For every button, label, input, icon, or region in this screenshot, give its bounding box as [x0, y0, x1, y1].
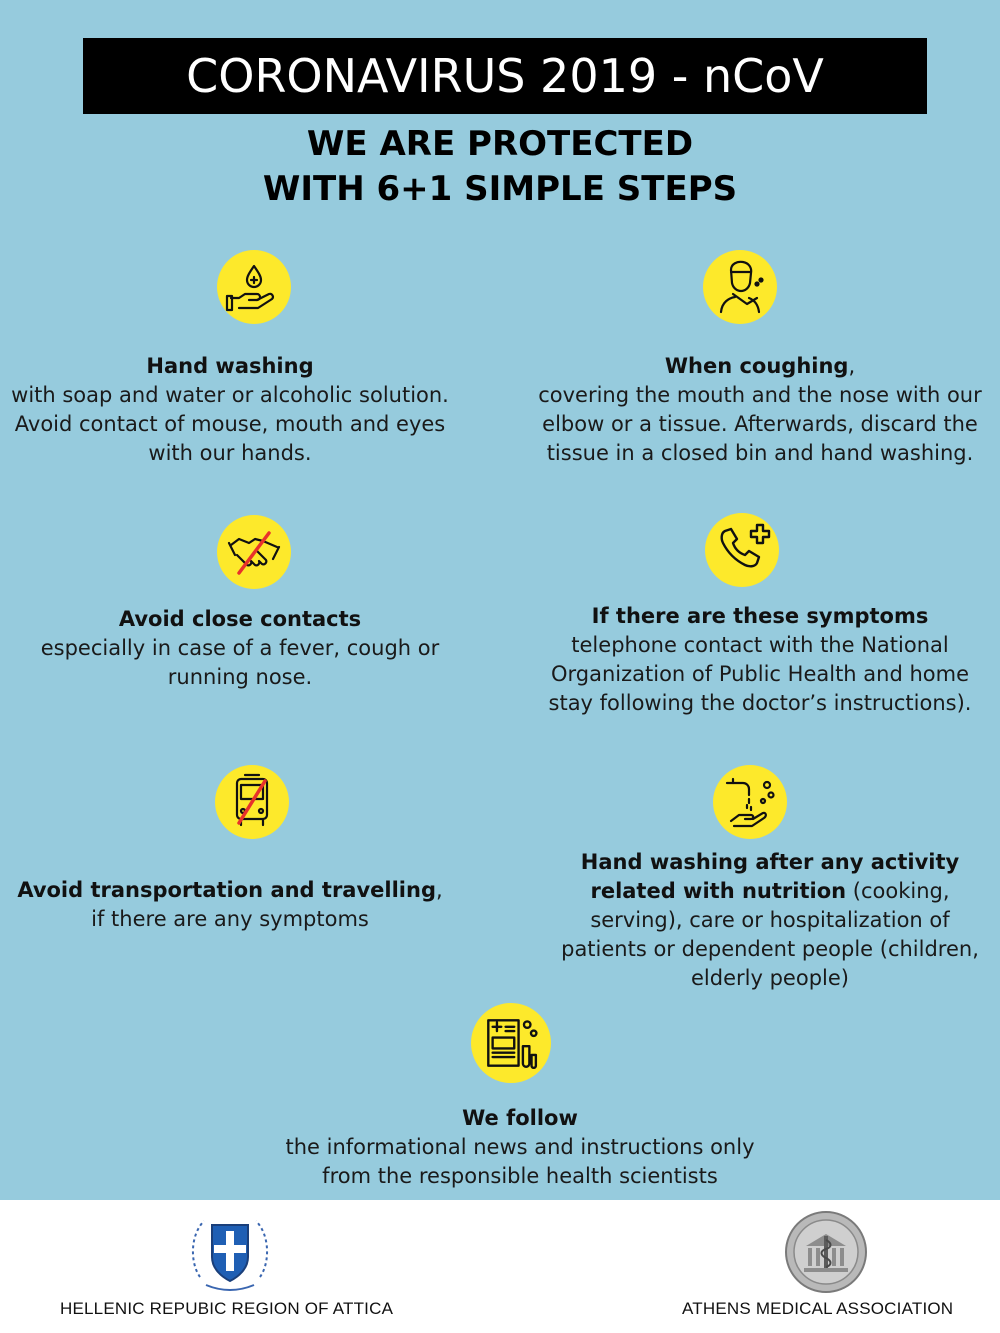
step-heading: Avoid transportation and travelling: [17, 878, 436, 902]
step-when-coughing: When coughing, covering the mouth and th…: [530, 352, 990, 468]
medical-association-seal-icon: [784, 1210, 868, 1294]
step-heading: Avoid close contacts: [118, 607, 362, 631]
greek-coat-of-arms-icon: [186, 1207, 274, 1295]
step-heading: Hand washing: [146, 354, 314, 378]
no-bus-icon: [215, 765, 289, 839]
poster-background: CORONAVIRUS 2019 - nCoV WE ARE PROTECTED…: [0, 0, 1000, 1200]
step-heading: If there are these symptoms: [591, 604, 929, 628]
step-text: especially in case of a fever, cough or …: [40, 636, 440, 689]
step-avoid-close-contacts: Avoid close contacts especially in case …: [30, 605, 450, 692]
step-text: covering the mouth and the nose with our…: [538, 383, 982, 465]
step-we-follow: We follow the informational news and ins…: [270, 1104, 770, 1191]
step-text: telephone contact with the National Orga…: [548, 633, 972, 715]
coughing-person-icon: [703, 250, 777, 324]
step-avoid-transportation: Avoid transportation and travelling, if …: [5, 876, 455, 934]
step-text: with soap and water or alcoholic solutio…: [11, 383, 449, 465]
page-title: CORONAVIRUS 2019 - nCoV: [83, 38, 927, 114]
subtitle-line-1: WE ARE PROTECTED: [306, 124, 694, 164]
news-bulletin-icon: [471, 1003, 551, 1083]
step-text: if there are any symptoms: [91, 907, 369, 931]
step-if-symptoms: If there are these symptoms telephone co…: [540, 602, 980, 718]
faucet-hand-wash-icon: [713, 765, 787, 839]
step-hand-washing-nutrition: Hand washing after any activity related …: [560, 848, 980, 993]
footer: HELLENIC REPUBIC REGION OF ATTICA ATHENS…: [0, 1200, 1000, 1333]
footer-left-label: HELLENIC REPUBIC REGION OF ATTICA: [60, 1299, 394, 1318]
step-heading: We follow: [462, 1106, 578, 1130]
step-heading-suffix: ,: [848, 354, 856, 378]
step-text: (cooking, serving), care or hospitalizat…: [561, 879, 979, 990]
phone-medical-icon: [705, 513, 779, 587]
footer-right-label: ATHENS MEDICAL ASSOCIATION: [682, 1299, 954, 1318]
no-handshake-icon: [217, 515, 291, 589]
step-heading-suffix: ,: [435, 878, 443, 902]
step-heading: Hand washing after any activity related …: [580, 850, 960, 903]
step-heading: When coughing: [664, 354, 849, 378]
subtitle-line-2: WITH 6+1 SIMPLE STEPS: [262, 169, 738, 209]
step-text: the informational news and instructions …: [285, 1135, 755, 1188]
hand-sanitizer-icon: [217, 250, 291, 324]
step-hand-washing: Hand washing with soap and water or alco…: [10, 352, 450, 468]
